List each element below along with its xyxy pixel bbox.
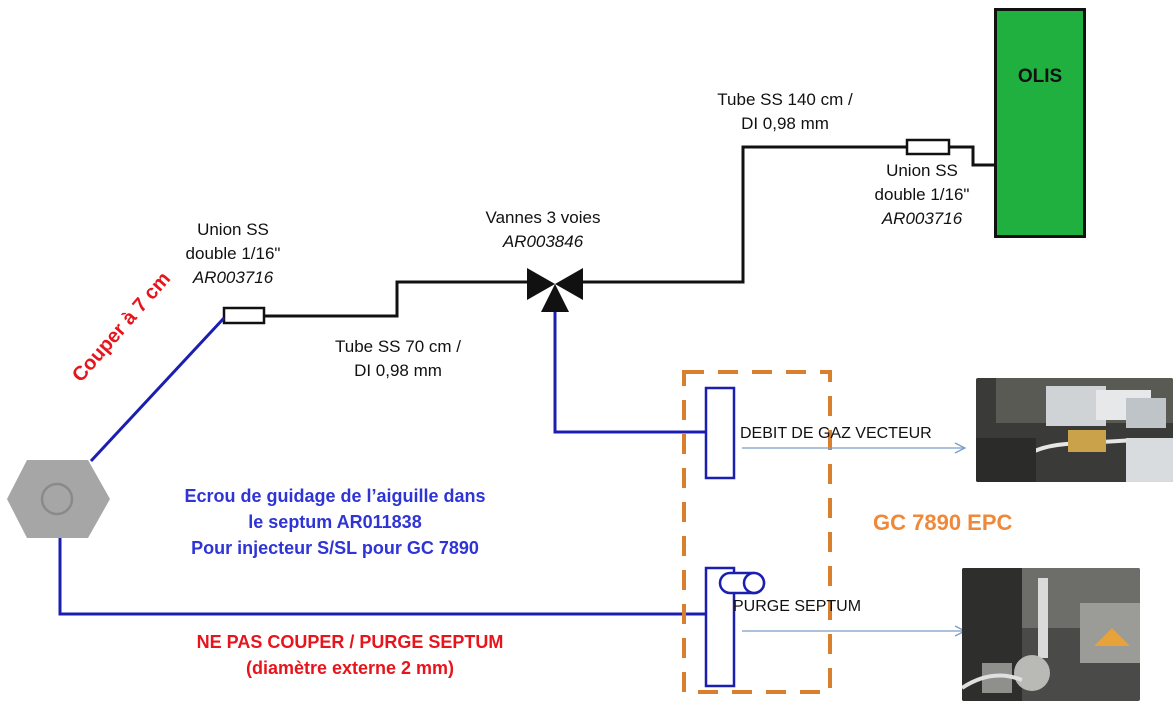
tube-140cm-line	[583, 145, 907, 284]
no-cut-description: NE PAS COUPER / PURGE SEPTUM (diamètre e…	[150, 629, 550, 681]
no-cut-line1: NE PAS COUPER / PURGE SEPTUM	[196, 632, 504, 652]
union-right	[905, 138, 951, 156]
union-right-line2: double 1/16"	[874, 184, 970, 204]
tube-70-line1: Tube SS 70 cm /	[335, 337, 461, 356]
union-left	[222, 306, 266, 325]
nut-description: Ecrou de guidage de l’aiguille dans le s…	[130, 483, 540, 561]
union-left-code: AR003716	[192, 267, 274, 287]
nut-line2: le septum AR011838	[248, 512, 422, 533]
tube-140-line1: Tube SS 140 cm /	[717, 90, 853, 109]
no-cut-line2: (diamètre externe 2 mm)	[245, 658, 455, 679]
nut-line1: Ecrou de guidage de l’aiguille dans	[184, 486, 486, 506]
union-left-label: Union SS double 1/16" AR003716	[168, 218, 298, 289]
three-way-valve-icon	[527, 268, 583, 312]
union-left-line1: Union SS	[197, 220, 269, 239]
tube-70cm-line	[264, 280, 527, 318]
septum-purge-line	[58, 538, 706, 616]
gc-epc-box	[682, 370, 832, 694]
nut-line3: Pour injecteur S/SL pour GC 7890	[191, 538, 479, 559]
purge-arrow	[742, 625, 967, 637]
valve-to-carrier-line	[553, 312, 706, 434]
valve-code: AR003846	[502, 231, 584, 251]
olis-connection-line	[949, 145, 994, 167]
union-right-label: Union SS double 1/16" AR003716	[852, 159, 992, 230]
valve-label: Vannes 3 voies AR003846	[468, 206, 618, 254]
tube-70-label: Tube SS 70 cm / DI 0,98 mm	[318, 335, 478, 383]
union-right-code: AR003716	[881, 208, 963, 228]
valve-line1: Vannes 3 voies	[485, 208, 601, 227]
olis-label: OLIS	[1017, 66, 1063, 87]
nut-hexagon-icon	[7, 460, 110, 538]
carrier-gas-arrow	[742, 442, 967, 454]
purge-pin-icon	[718, 571, 766, 595]
tube-140-label: Tube SS 140 cm / DI 0,98 mm	[705, 88, 865, 136]
tube-70-line2: DI 0,98 mm	[354, 360, 442, 380]
union-right-line1: Union SS	[886, 161, 958, 180]
carrier-gas-block	[704, 386, 736, 480]
carrier-gas-label: DEBIT DE GAZ VECTEUR	[740, 425, 932, 442]
tube-140-line2: DI 0,98 mm	[741, 113, 829, 133]
gc-epc-label: GC 7890 EPC	[873, 510, 1013, 535]
carrier-gas-port-photo	[976, 378, 1173, 482]
olis-block: OLIS	[994, 8, 1086, 238]
purge-label: PURGE SEPTUM	[733, 598, 862, 615]
cut-blue-line	[89, 316, 226, 463]
septum-purge-photo	[962, 568, 1140, 701]
union-left-line2: double 1/16"	[185, 243, 281, 263]
